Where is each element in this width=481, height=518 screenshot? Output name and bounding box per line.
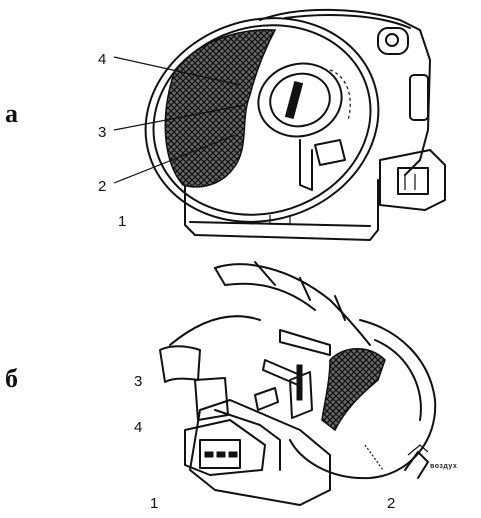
outer-ring-a — [144, 17, 380, 223]
callout-b-2: 2 — [387, 495, 395, 512]
figure-b-letter: б — [5, 364, 18, 393]
air-note-label: воздух — [430, 463, 457, 470]
tube-body-b — [289, 319, 437, 480]
callout-b-3: 3 — [134, 373, 142, 390]
figure-a-letter: а — [5, 99, 18, 128]
upper-shell-b — [214, 263, 371, 346]
callout-a-4: 4 — [98, 51, 106, 68]
figure-b-drawing — [159, 261, 437, 506]
callout-a-2: 2 — [98, 178, 106, 195]
base-body-b — [189, 399, 331, 506]
connector-b — [184, 419, 266, 476]
housing-base-a — [184, 174, 379, 241]
mesh-screen-b — [321, 348, 386, 432]
callout-b-1: 1 — [150, 495, 158, 512]
venturi-tube-a — [257, 62, 343, 138]
connector-a — [379, 149, 446, 211]
callout-a-1: 1 — [118, 213, 126, 230]
figure-a-drawing — [113, 8, 446, 241]
housing-body-a — [259, 8, 431, 176]
air-arrow-b — [404, 451, 429, 479]
mesh-screen-a — [164, 29, 277, 188]
callout-a-3: 3 — [98, 124, 106, 141]
callout-b-4: 4 — [134, 419, 142, 436]
